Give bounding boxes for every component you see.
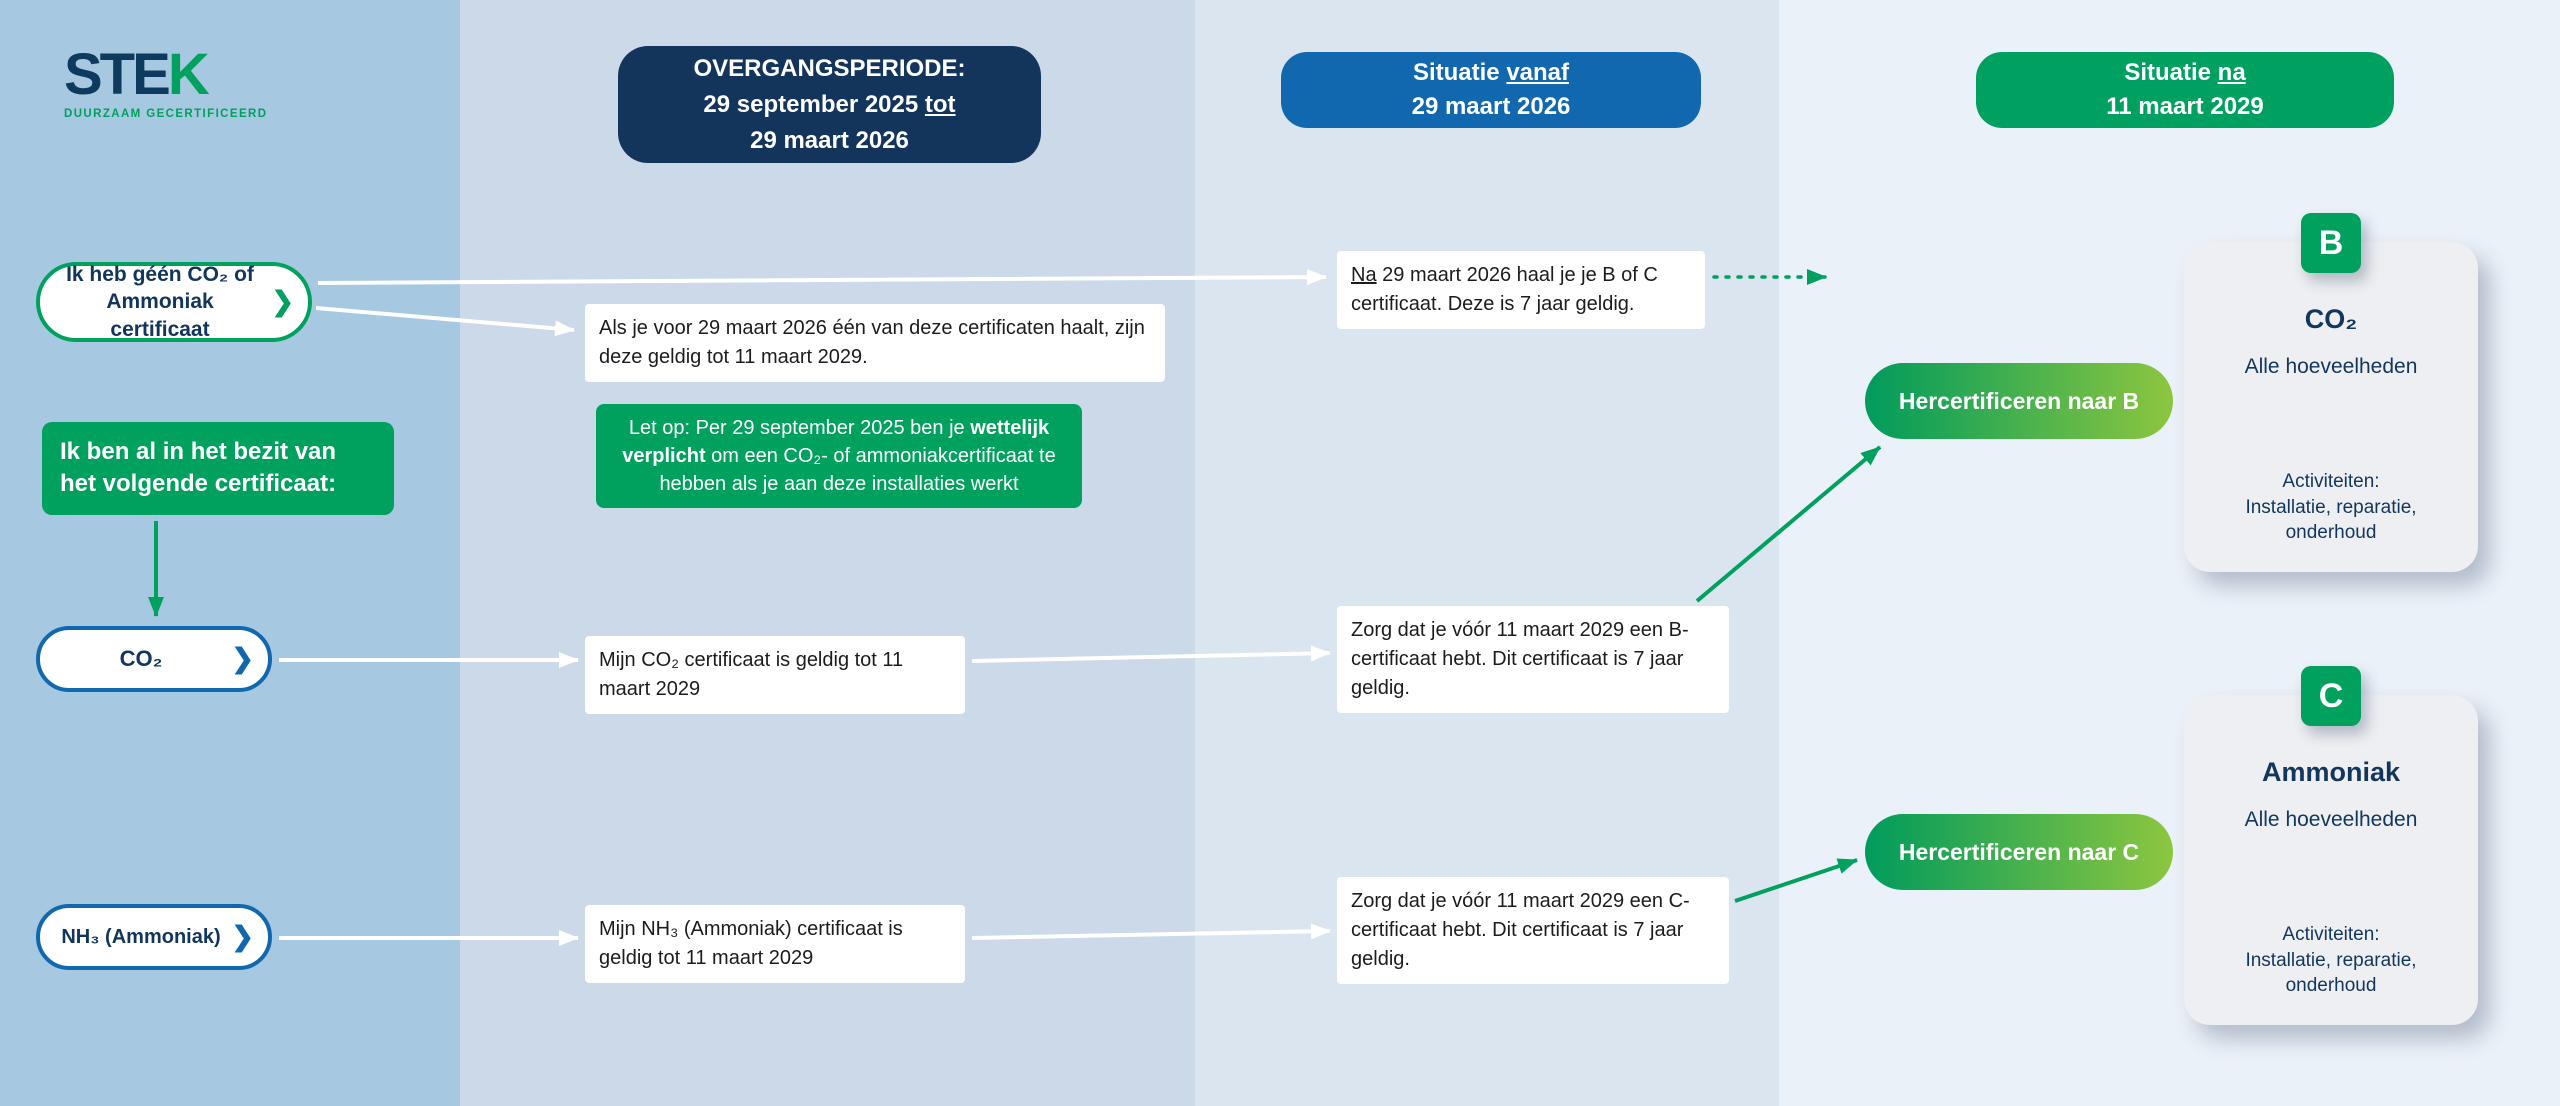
- logo-wordmark: STEK: [64, 42, 210, 107]
- warning-box: Let op: Per 29 september 2025 ben je wet…: [596, 404, 1082, 508]
- logo-tagline: DUURZAAM GECERTIFICEERD: [64, 108, 268, 120]
- certificate-card-c: Ammoniak Alle hoeveelheden Activiteiten:…: [2184, 695, 2478, 1025]
- no-certificate-label: Ik heb géén CO₂ of Ammoniak certificaat: [66, 263, 254, 341]
- chevron-right-icon: ❯: [271, 286, 294, 317]
- recertify-c-pill[interactable]: Hercertificeren naar C: [1865, 814, 2173, 890]
- card-b-activities: Activiteiten: Installatie, reparatie, on…: [2245, 471, 2417, 544]
- card-c-activities: Activiteiten: Installatie, reparatie, on…: [2245, 924, 2417, 997]
- card-c-title: Ammoniak: [2261, 757, 2401, 787]
- header-line: Situatie vanaf: [1412, 58, 1570, 86]
- note-co2-validity: Mijn CO₂ certificaat is geldig tot 11 ma…: [585, 636, 965, 714]
- header-line: 29 maart 2026: [750, 126, 909, 154]
- header-line: OVERGANGSPERIODE:: [693, 54, 966, 82]
- nh3-pill-label: NH₃ (Ammoniak): [61, 925, 221, 948]
- recertify-b-pill[interactable]: Hercertificeren naar B: [1865, 363, 2173, 439]
- header-line: 29 september 2025 tot: [703, 90, 956, 118]
- nh3-pill[interactable]: NH₃ (Ammoniak) ❯: [36, 904, 272, 970]
- co2-pill-label: CO₂: [119, 646, 163, 671]
- stek-logo: STEK DUURZAAM GECERTIFICEERD: [64, 42, 268, 121]
- certificate-card-b: CO₂ Alle hoeveelheden Activiteiten: Inst…: [2184, 242, 2478, 572]
- card-b-subtitle: Alle hoeveelheden: [2244, 355, 2418, 378]
- header-line: Situatie na: [2124, 58, 2246, 86]
- badge-c: C: [2301, 666, 2361, 726]
- header-overgangsperiode: OVERGANGSPERIODE: 29 september 2025 tot …: [618, 46, 1041, 163]
- note-b-certificate: Zorg dat je vóór 11 maart 2029 een B-cer…: [1337, 606, 1729, 713]
- chevron-right-icon: ❯: [231, 643, 254, 674]
- card-c-subtitle: Alle hoeveelheden: [2244, 808, 2418, 831]
- card-b-title: CO₂: [2304, 304, 2358, 334]
- own-certificate-box: Ik ben al in het bezit van het volgende …: [42, 422, 394, 515]
- note-c-certificate: Zorg dat je vóór 11 maart 2029 een C-cer…: [1337, 877, 1729, 984]
- note-transition-validity: Als je voor 29 maart 2026 één van deze c…: [585, 304, 1165, 382]
- header-situatie-vanaf: Situatie vanaf 29 maart 2026: [1281, 52, 1701, 128]
- chevron-right-icon: ❯: [231, 921, 254, 952]
- no-certificate-pill[interactable]: Ik heb géén CO₂ of Ammoniak certificaat …: [36, 262, 312, 342]
- warning-bold-text: wettelijk verplicht: [622, 417, 1050, 467]
- header-line: 29 maart 2026: [1411, 93, 1571, 120]
- co2-pill[interactable]: CO₂ ❯: [36, 626, 272, 692]
- header-line: 11 maart 2029: [2106, 93, 2264, 120]
- header-situatie-na: Situatie na 11 maart 2029: [1976, 52, 2394, 128]
- note-nh3-validity: Mijn NH₃ (Ammoniak) certificaat is geldi…: [585, 905, 965, 983]
- badge-b: B: [2301, 213, 2361, 273]
- note-b-or-c: Na 29 maart 2026 haal je je B of C certi…: [1337, 251, 1705, 329]
